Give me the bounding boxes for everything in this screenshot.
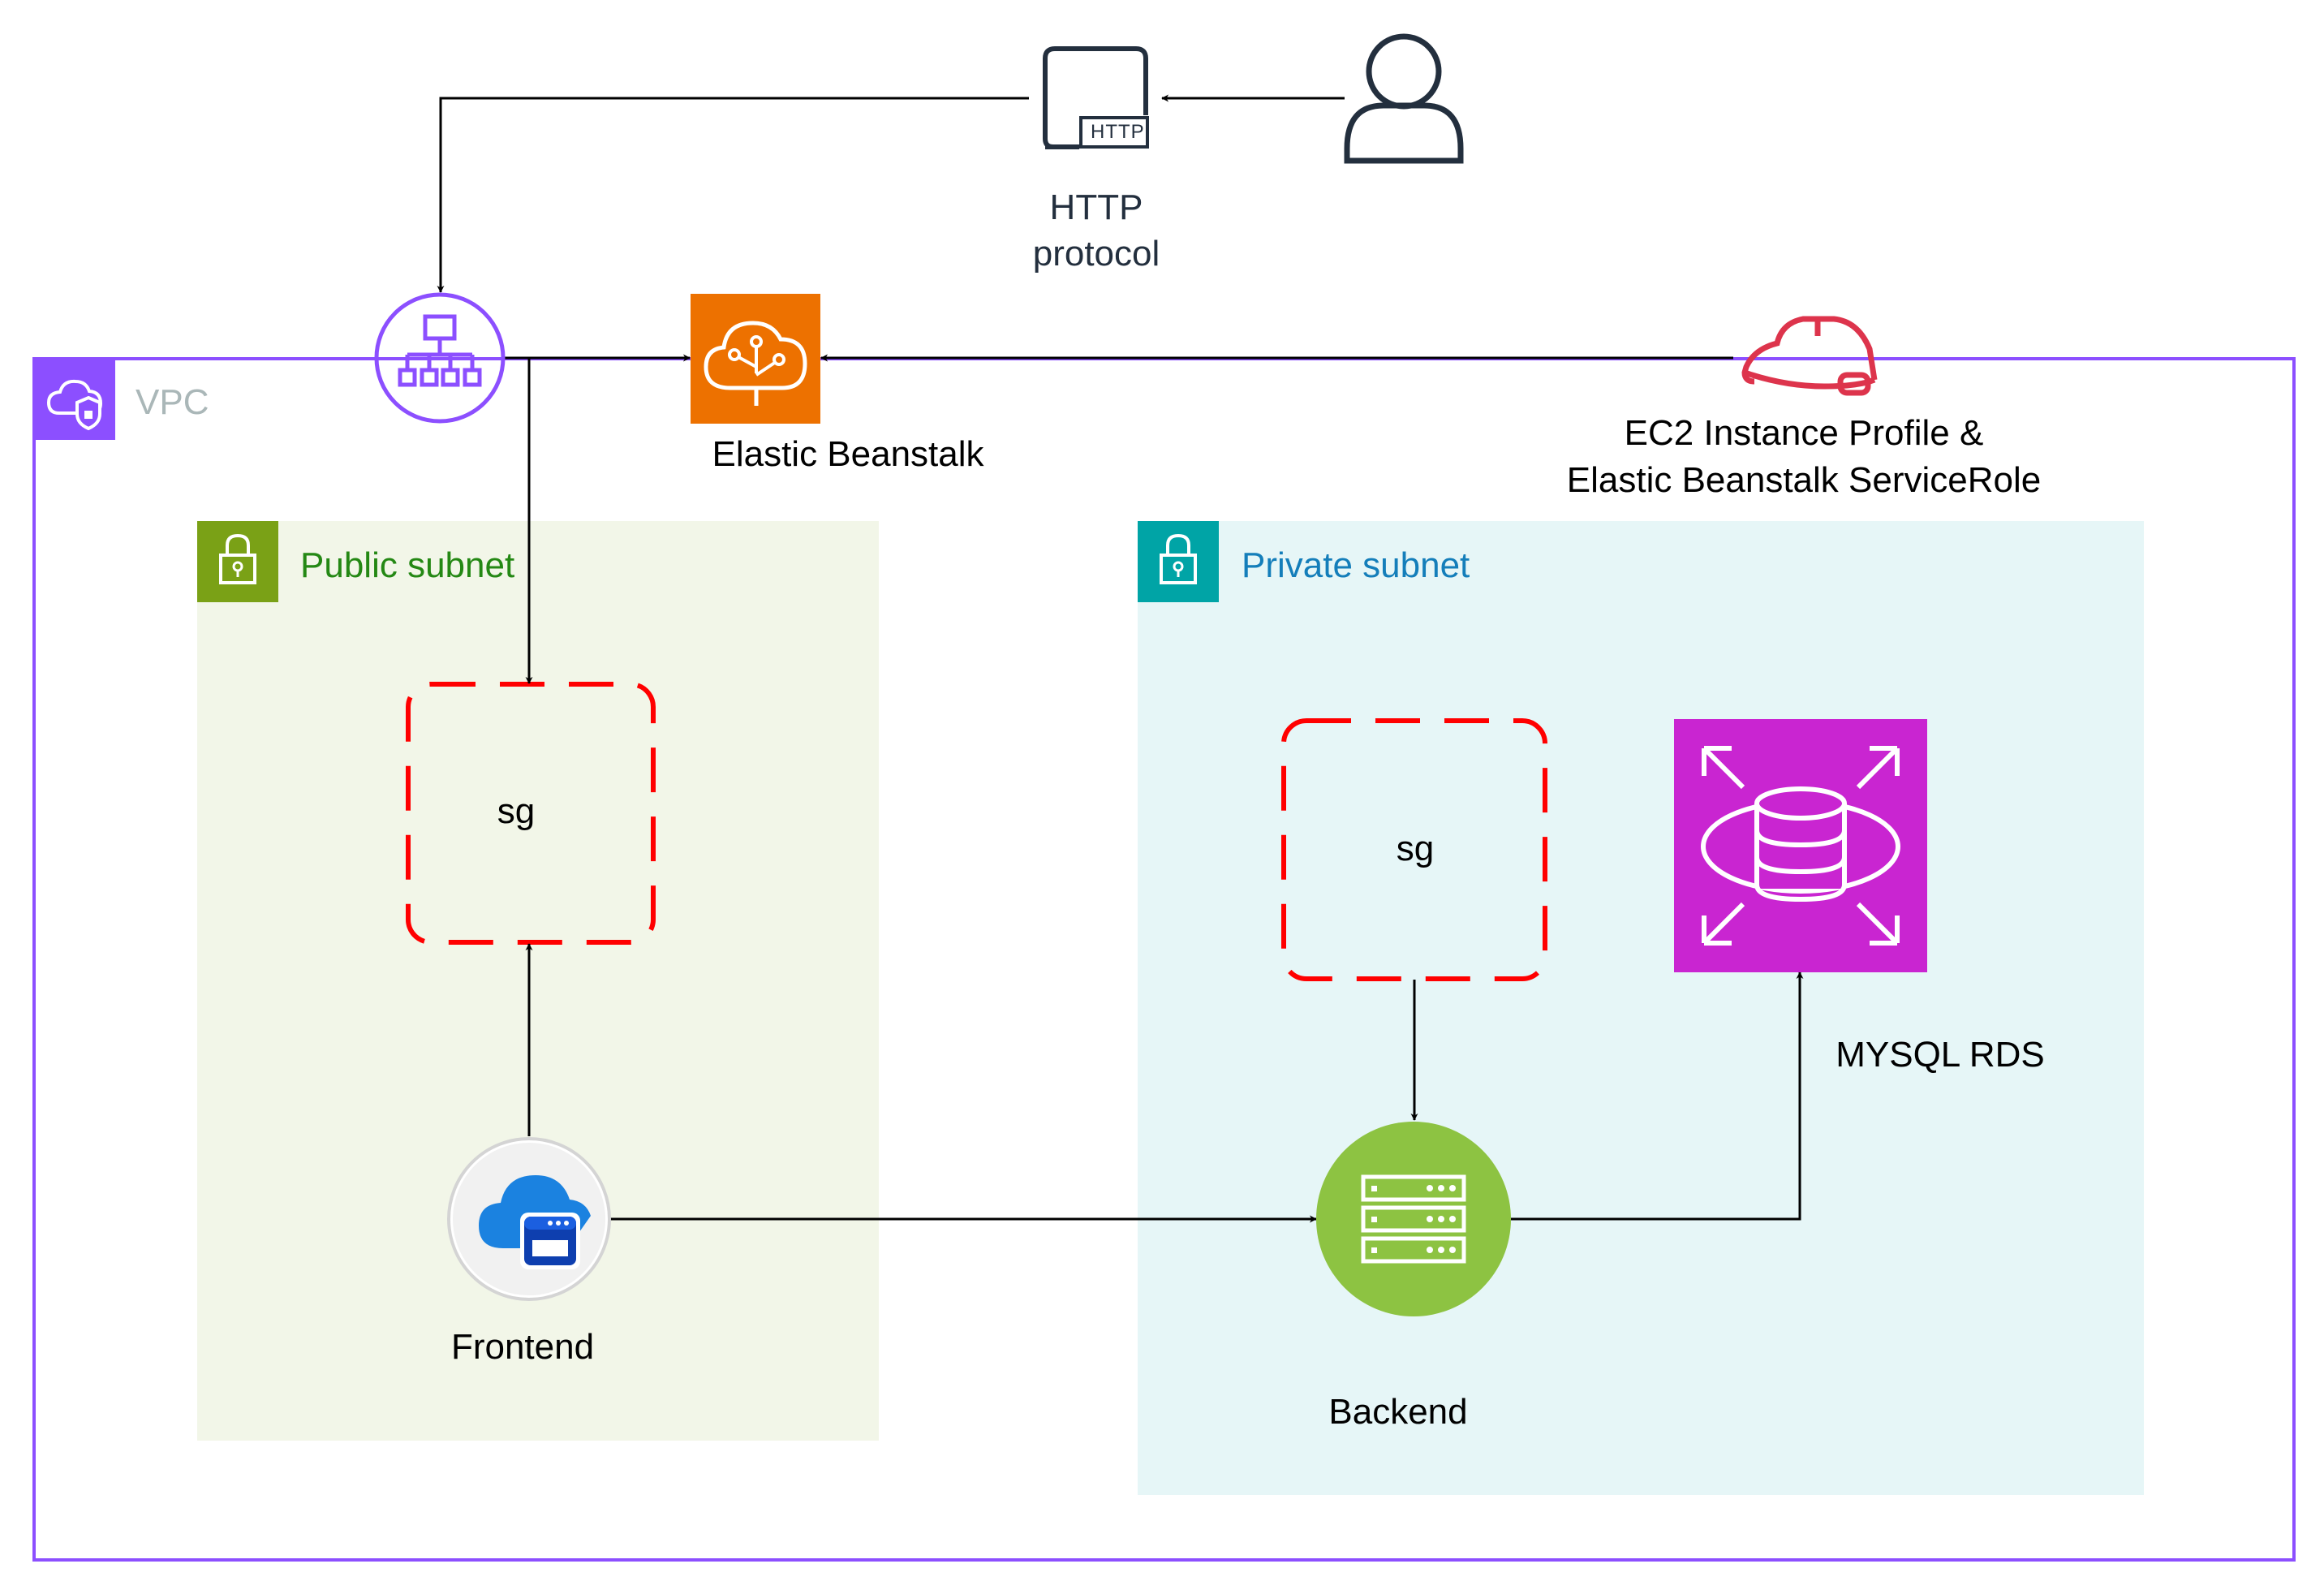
mysql-rds-icon[interactable] bbox=[1674, 719, 1927, 972]
http-icon-text: HTTP bbox=[1091, 121, 1145, 143]
vpc-icon bbox=[34, 359, 115, 440]
public-subnet-label: Public subnet bbox=[300, 545, 515, 585]
sg-private-label: sg bbox=[1396, 829, 1435, 868]
frontend-label: Frontend bbox=[450, 1327, 595, 1367]
public-subnet-group[interactable] bbox=[197, 521, 879, 1441]
sg-public-box[interactable] bbox=[406, 682, 656, 945]
elastic-beanstalk-icon[interactable] bbox=[691, 294, 820, 424]
user-icon[interactable] bbox=[1344, 33, 1464, 164]
iam-role-label-line2: Elastic Beanstalk ServiceRole bbox=[1566, 460, 2042, 500]
private-subnet-lock-icon bbox=[1138, 521, 1219, 602]
vpc-label: VPC bbox=[136, 382, 209, 422]
sg-public-label: sg bbox=[497, 791, 536, 831]
http-protocol-label-line2: protocol bbox=[1032, 234, 1160, 274]
http-protocol-icon[interactable] bbox=[1043, 46, 1149, 149]
backend-label: Backend bbox=[1328, 1392, 1468, 1432]
http-protocol-label-line1: HTTP bbox=[1049, 187, 1143, 227]
edge-backend-to-rds bbox=[1511, 971, 1804, 1221]
mysql-rds-label: MYSQL RDS bbox=[1836, 1035, 2045, 1075]
iam-role-label-line1: EC2 Instance Profile & bbox=[1624, 413, 1984, 453]
elastic-beanstalk-label: Elastic Beanstalk bbox=[712, 434, 984, 474]
sg-private-box[interactable] bbox=[1281, 718, 1547, 981]
load-balancer-icon[interactable] bbox=[374, 292, 506, 424]
iam-role-helmet-icon[interactable] bbox=[1741, 316, 1878, 396]
frontend-webapp-icon[interactable] bbox=[447, 1137, 611, 1301]
public-subnet-lock-icon bbox=[197, 521, 278, 602]
private-subnet-group[interactable] bbox=[1138, 521, 2144, 1495]
edge-http-to-loadbalancer bbox=[437, 97, 1029, 293]
private-subnet-label: Private subnet bbox=[1242, 545, 1470, 585]
backend-server-icon[interactable] bbox=[1316, 1122, 1511, 1316]
